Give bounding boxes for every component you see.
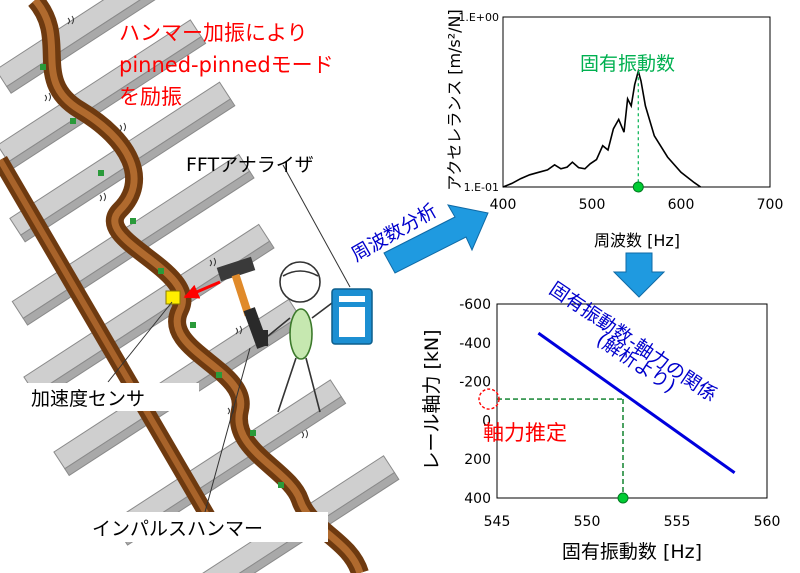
- fft-analyzer-label: FFTアナライザ: [186, 154, 314, 176]
- operator-figure: [267, 261, 337, 413]
- fft-analyzer-icon: [331, 288, 373, 345]
- accel-sensor-label-box: 加速度センサ: [27, 383, 199, 411]
- chart1-x-tick-label: 500: [579, 197, 606, 213]
- chart1-x-tick-label: 600: [668, 197, 695, 213]
- chart1-y-axis-label: アクセレランス [m/s²/N]: [445, 9, 464, 191]
- chart1-y-tick-label: 1.E-01: [464, 181, 499, 194]
- impulse-hammer-icon: [243, 307, 269, 349]
- estimated-force-marker: [478, 388, 500, 410]
- chart2-y-tick-label: 400: [464, 491, 491, 507]
- measured-frequency-marker: [617, 492, 629, 504]
- chart1-x-tick-label: 400: [490, 197, 517, 213]
- sleeper: [0, 19, 207, 170]
- buckled-rail: [27, 0, 369, 573]
- impulse-hammer-label: インパルスハンマー: [92, 518, 263, 540]
- accelerometer: [165, 290, 181, 305]
- chart2-x-tick-label: 555: [664, 514, 691, 530]
- hammer-excitation-caption: ハンマー加振により pinned-pinnedモード を励振: [119, 21, 334, 109]
- chart2-y-tick-label: 0: [482, 413, 491, 429]
- chart2-y-tick-label: -400: [459, 336, 491, 352]
- axial-force-chart: 545 550 555 560 -600 -400 -200 0 200 400 軸力推定 固有…: [421, 278, 780, 563]
- natural-frequency-marker: [632, 181, 644, 193]
- chart2-x-tick-label: 550: [574, 514, 601, 530]
- chart1-x-tick-label: 700: [757, 197, 784, 213]
- impulse-hammer-label-box: インパルスハンマー: [88, 512, 328, 542]
- axial-force-estimate-label: 軸力推定: [483, 421, 567, 445]
- strike-arrow: [183, 280, 221, 299]
- chart1-frame: [502, 16, 771, 188]
- straight-rail: [0, 155, 217, 525]
- chart2-y-tick-label: 200: [464, 452, 491, 468]
- chart1-x-axis-label: 周波数 [Hz]: [594, 231, 680, 250]
- frequency-analysis-arrow: 周波数分析: [348, 200, 489, 274]
- accelerance-chart: 400 500 600 700 1.E-01 1.E+00 固有振動数 周波数 [Hz]…: [445, 9, 783, 250]
- hammer-caption-line1: ハンマー加振により: [119, 21, 308, 45]
- track-illustration: [0, 0, 400, 573]
- chart2-x-tick-label: 545: [484, 514, 511, 530]
- chart2-y-ticks: -600 -400 -200 0 200 400: [459, 297, 491, 507]
- chart1-y-tick-label: 1.E+00: [458, 11, 499, 24]
- relation-caption-line1: 固有振動数-軸力の関係: [545, 278, 721, 406]
- natural-frequency-label: 固有振動数: [580, 53, 675, 75]
- chart2-x-ticks: 545 550 555 560: [484, 514, 781, 530]
- rail-fasteners: [40, 64, 284, 488]
- chart2-x-tick-label: 560: [754, 514, 781, 530]
- chart2-y-tick-label: -200: [459, 375, 491, 391]
- chart1-y-ticks: 1.E-01 1.E+00: [458, 11, 499, 194]
- accelerance-series-line: [502, 68, 702, 188]
- chart1-x-ticks: 400 500 600 700: [490, 197, 784, 213]
- chart2-y-tick-label: -600: [459, 297, 491, 313]
- hammer-icon: [216, 256, 256, 317]
- hammer-caption-line2: pinned-pinnedモード: [119, 53, 334, 77]
- chart2-y-axis-label: レール軸力 [kN]: [421, 329, 443, 470]
- frequency-force-relation-line: [537, 331, 736, 475]
- accel-sensor-label: 加速度センサ: [31, 388, 145, 410]
- down-arrow: [612, 252, 666, 298]
- hammer-caption-line3: を励振: [119, 85, 182, 109]
- leader-lines: [107, 164, 351, 513]
- chart2-frame: [496, 303, 768, 499]
- chart2-x-axis-label: 固有振動数 [Hz]: [562, 541, 702, 563]
